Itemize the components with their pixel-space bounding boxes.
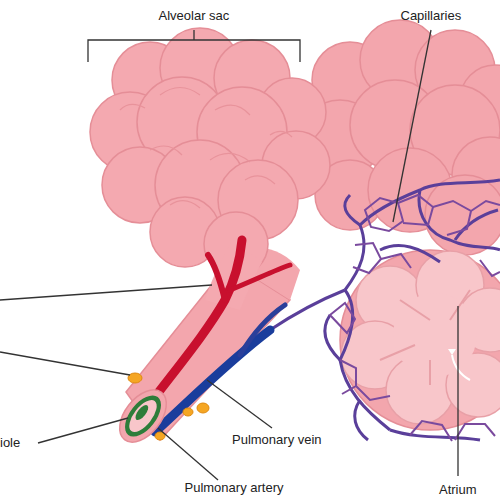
structure-label: Alveolar sac — [159, 8, 230, 24]
pulmonary-vein-vessel — [145, 240, 290, 410]
vessel-label: Pulmonary artery — [185, 480, 284, 496]
leader-lines — [0, 30, 458, 480]
pulmonary-artery-vessel — [155, 305, 285, 432]
capillary-network — [270, 180, 500, 440]
alveolar-cluster-right — [300, 20, 500, 255]
bracket — [88, 30, 300, 62]
capillary-mesh — [330, 195, 500, 441]
structure-label: Atrium — [439, 482, 477, 498]
alveolus-cross-section — [340, 250, 500, 430]
vessel-label: Pulmonary vein — [232, 432, 322, 448]
bronchiole-cross-section — [110, 381, 175, 450]
structure-label: iole — [0, 435, 20, 451]
smooth-muscle — [128, 373, 209, 440]
alveolus-detail — [120, 88, 292, 209]
structure-label: Capillaries — [401, 8, 462, 24]
alveolar-sac-shape — [90, 28, 330, 276]
